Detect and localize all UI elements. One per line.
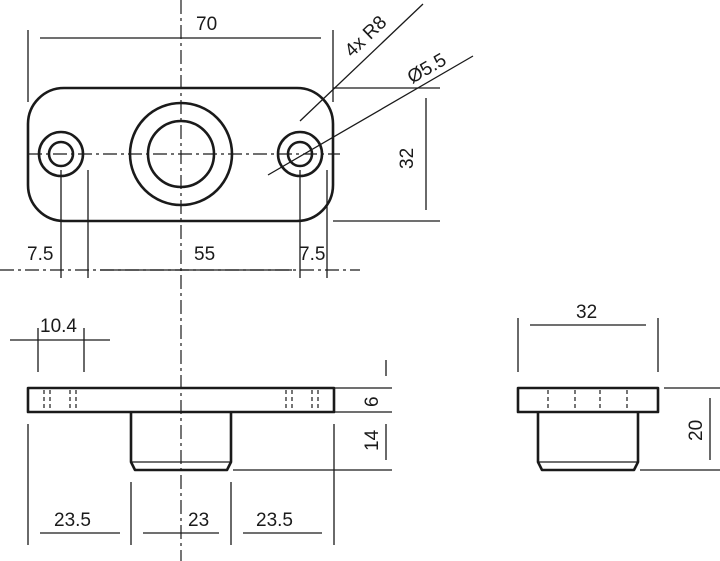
dim-label-23-5-left: 23.5 xyxy=(54,510,91,531)
boss-outer-circle xyxy=(128,101,234,207)
dim-label-32-side: 32 xyxy=(576,302,597,323)
dim-label-14: 14 xyxy=(362,429,383,451)
dim-label-70: 70 xyxy=(196,14,217,35)
plate-outline xyxy=(26,86,335,223)
dim-counterbore: 10.4 xyxy=(10,316,110,372)
side-view xyxy=(516,386,660,472)
dim-label-23-5-right: 23.5 xyxy=(256,510,293,531)
top-view xyxy=(0,0,360,561)
side-boss xyxy=(536,412,640,472)
dim-label-7-5-right: 7.5 xyxy=(299,244,325,265)
boss-inner-circle xyxy=(146,119,216,189)
dim-label-23: 23 xyxy=(188,510,209,531)
dim-corner-radius: 4x R8 xyxy=(299,3,424,122)
dim-label-32-top: 32 xyxy=(397,148,418,169)
front-plate xyxy=(26,386,336,414)
front-boss xyxy=(129,412,233,472)
right-mounting-hole-inner xyxy=(286,140,314,168)
dim-label-20: 20 xyxy=(686,420,707,441)
dim-total-height: 20 xyxy=(640,387,720,471)
dim-side-width: 32 xyxy=(517,302,659,372)
dim-label-7-5-left: 7.5 xyxy=(27,244,53,265)
dim-hole-diameter: Ø5.5 xyxy=(267,50,474,176)
front-view xyxy=(26,386,336,472)
dim-heights: 6 14 xyxy=(233,360,392,471)
dim-label-55: 55 xyxy=(194,244,215,265)
dim-label-6: 6 xyxy=(362,396,383,407)
side-plate xyxy=(516,386,660,414)
left-mounting-hole-inner xyxy=(47,140,75,168)
dim-hole-positions: 7.5 55 7.5 xyxy=(27,170,328,278)
dim-plate-width: 32 xyxy=(333,87,440,222)
dim-label-10-4: 10.4 xyxy=(40,316,77,337)
dim-label-radius: 4x R8 xyxy=(341,12,391,62)
dim-base-row: 23.5 23 23.5 xyxy=(27,424,335,545)
